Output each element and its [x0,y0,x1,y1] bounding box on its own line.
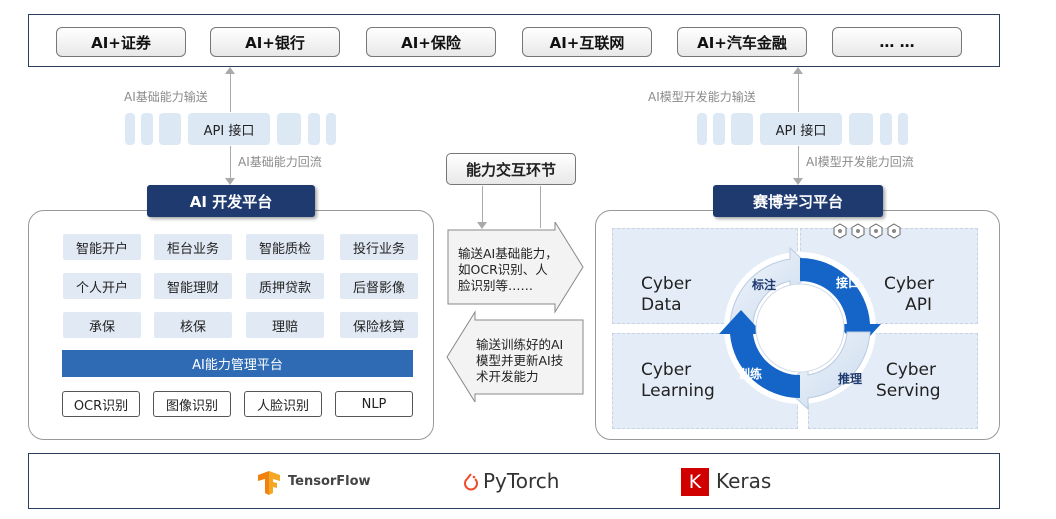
right-upload-label: AI模型开发能力输送 [648,90,756,104]
right-api-segment [849,113,873,145]
center-arrows [446,222,584,402]
right-api-interface[interactable]: API 接口 [760,113,842,145]
keras-icon: K [681,468,709,496]
left-return-arrowhead [225,178,235,185]
right-return-line [798,146,799,182]
tool-ocr[interactable]: OCR识别 [62,391,140,417]
industry-insurance[interactable]: AI+保险 [366,27,496,57]
tool-image-recognition[interactable]: 图像识别 [153,391,231,417]
cycle-segment-training [719,310,800,399]
cycle-diagram: 标注 接口 训练 推理 [719,246,881,411]
center-right-line [540,186,541,228]
left-api-segment [159,113,181,145]
cycle-center [755,283,845,373]
left-api-segment [308,113,320,145]
ai-capability-mgmt-bar[interactable]: AI能力管理平台 [62,350,413,377]
label-cyber-data: Cyber Data [641,274,692,315]
left-api-segment [141,113,153,145]
left-upload-line [230,70,231,112]
industry-more[interactable]: … … [832,27,962,57]
pytorch-label: PyTorch [483,469,560,493]
cycle-segment-interface [800,257,881,348]
right-api-segment [731,113,753,145]
keras-label: Keras [716,469,772,493]
tool-nlp[interactable]: NLP [335,391,413,417]
left-return-label: AI基础能力回流 [238,155,322,169]
module-post-supervision-imaging[interactable]: 后督影像 [340,273,418,299]
module-smart-account[interactable]: 智能开户 [63,234,141,260]
left-upload-arrowhead [225,67,235,74]
right-upload-line [798,70,799,112]
interaction-title: 能力交互环节 [446,153,576,185]
right-return-arrowhead [793,178,803,185]
left-return-line [230,146,231,182]
pytorch-icon [464,473,478,491]
cycle-text-label: 标注 [751,277,776,292]
center-left-line [482,186,483,224]
right-arrow-text: 输送AI基础能力， 如OCR识别、人 脸识别等…… [458,246,558,293]
module-personal-account[interactable]: 个人开户 [63,273,141,299]
ai-dev-platform-title: AI 开发平台 [147,185,315,217]
right-return-label: AI模型开发能力回流 [806,155,914,169]
right-api-segment [713,113,725,145]
left-upload-label: AI基础能力输送 [124,90,208,104]
module-pledge-loan[interactable]: 质押贷款 [246,273,324,299]
module-investment-banking[interactable]: 投行业务 [340,234,418,260]
cycle-text-inference: 推理 [838,371,862,386]
cycle-segment-label [729,246,815,329]
right-upload-arrowhead [793,67,803,74]
left-api-interface[interactable]: API 接口 [188,113,270,145]
tensorflow-icon [258,471,280,495]
cycle-text-interface: 接口 [836,275,860,290]
right-api-segment [880,113,892,145]
left-api-segment [125,113,135,145]
module-insurance-accounting[interactable]: 保险核算 [340,312,418,338]
module-smart-wealth[interactable]: 智能理财 [154,273,232,299]
industry-securities[interactable]: AI+证券 [56,27,186,57]
industry-internet[interactable]: AI+互联网 [522,27,652,57]
right-api-segment [697,113,707,145]
module-counter-business[interactable]: 柜台业务 [154,234,232,260]
label-cyber-api: Cyber API [884,274,935,315]
module-underwriting[interactable]: 承保 [63,312,141,338]
cycle-text-training: 训练 [738,366,762,381]
hexagon-icons [833,223,901,239]
module-claims[interactable]: 理赔 [246,312,324,338]
module-verification[interactable]: 核保 [154,312,232,338]
label-cyber-learning: Cyber Learning [641,360,715,401]
label-cyber-serving: Cyber Serving [876,360,941,401]
industry-bar: AI+证券 AI+银行 AI+保险 AI+互联网 AI+汽车金融 … … [28,14,1000,67]
tool-face-recognition[interactable]: 人脸识别 [244,391,322,417]
cyber-learning-platform-title: 赛博学习平台 [713,185,883,217]
left-api-segment [326,113,336,145]
tensorflow-label: TensorFlow [288,474,371,489]
left-api-segment [277,113,301,145]
left-arrow-shape [446,310,584,402]
center-down-arrowhead [477,222,487,229]
right-arrow-shape [447,222,584,314]
framework-bar [28,453,1000,509]
left-arrow-text: 输送训练好的AI 模型并更新AI技 术开发能力 [476,337,564,384]
module-smart-qa[interactable]: 智能质检 [246,234,324,260]
cycle-segment-inference [783,331,871,411]
industry-auto-finance[interactable]: AI+汽车金融 [677,27,807,57]
right-api-segment [898,113,908,145]
industry-banking[interactable]: AI+银行 [210,27,340,57]
